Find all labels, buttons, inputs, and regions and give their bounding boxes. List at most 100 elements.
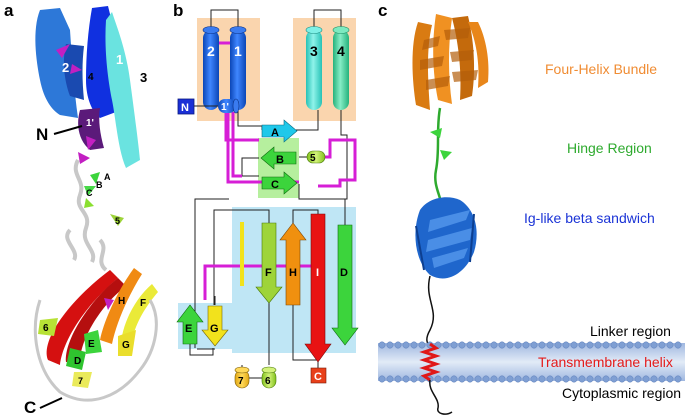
lipid-headgroup bbox=[418, 341, 426, 349]
lipid-headgroup bbox=[546, 341, 554, 349]
lipid-headgroup bbox=[514, 375, 522, 383]
b-helix-6: 6 bbox=[261, 366, 277, 389]
a-strand-label-5: 5 bbox=[115, 216, 120, 226]
lipid-headgroup bbox=[466, 375, 474, 383]
lipid-headgroup bbox=[554, 375, 562, 383]
lipid-headgroup bbox=[498, 341, 506, 349]
b-strand-g: G bbox=[201, 305, 229, 347]
b-strand-label-e: E bbox=[185, 323, 192, 335]
panel-a-beta-sandwich: I H F 6 E G D 7 bbox=[33, 268, 158, 402]
a-helix-label-4: 4 bbox=[88, 72, 94, 83]
lipid-headgroup bbox=[378, 375, 386, 383]
lipid-headgroup bbox=[674, 375, 682, 383]
b-label-1prime: 1' bbox=[221, 102, 229, 113]
lipid-headgroup bbox=[450, 341, 458, 349]
lipid-headgroup bbox=[386, 375, 394, 383]
lipid-headgroup bbox=[594, 341, 602, 349]
lipid-headgroup bbox=[554, 341, 562, 349]
lipid-headgroup bbox=[634, 375, 642, 383]
a-strand-label-h: H bbox=[118, 296, 125, 307]
a-strand-d bbox=[66, 348, 86, 370]
a-helix-label-1prime: 1' bbox=[86, 118, 94, 129]
lipid-headgroup bbox=[410, 375, 418, 383]
lipid-headgroup bbox=[570, 375, 578, 383]
lipid-headgroup bbox=[562, 341, 570, 349]
lipid-headgroup bbox=[466, 341, 474, 349]
b-strand-label-c: C bbox=[271, 179, 279, 191]
a-helix-6 bbox=[38, 318, 58, 336]
b-n-label: N bbox=[181, 102, 189, 114]
lipid-headgroup bbox=[546, 375, 554, 383]
lipid-headgroup bbox=[442, 341, 450, 349]
b-helix-label-4: 4 bbox=[337, 43, 345, 59]
b-strand-e: E bbox=[176, 304, 204, 345]
a-strand-label-d: D bbox=[74, 356, 81, 367]
lipid-headgroup bbox=[578, 341, 586, 349]
a-strand-label-6: 6 bbox=[43, 323, 49, 334]
b-strand-b: B bbox=[260, 146, 297, 170]
c-label-cytoplasmic-region: Cytoplasmic region bbox=[562, 385, 681, 401]
lipid-headgroup bbox=[530, 375, 538, 383]
b-strand-label-a: A bbox=[271, 127, 279, 139]
lipid-headgroup bbox=[522, 341, 530, 349]
helix-2-ribbon bbox=[35, 8, 78, 118]
lipid-headgroup bbox=[650, 341, 658, 349]
a-strand-i bbox=[46, 270, 119, 365]
lipid-headgroup bbox=[634, 341, 642, 349]
b-label-5: 5 bbox=[310, 153, 316, 164]
lipid-headgroup bbox=[570, 341, 578, 349]
lipid-headgroup bbox=[506, 375, 514, 383]
a-n-terminus-label: N bbox=[36, 125, 48, 144]
a-sandwich-loops bbox=[33, 299, 158, 402]
helix-1prime-ribbon bbox=[78, 108, 104, 150]
lipid-headgroup bbox=[626, 341, 634, 349]
c-label-four-helix-bundle: Four-Helix Bundle bbox=[545, 61, 657, 77]
a-strand-label-a: A bbox=[104, 172, 111, 182]
lipid-headgroup bbox=[602, 341, 610, 349]
lipid-headgroup bbox=[538, 341, 546, 349]
c-membrane-headgroups bbox=[378, 341, 682, 383]
b-helix-1: 1 bbox=[229, 26, 247, 110]
b-strand-d: D bbox=[331, 224, 359, 346]
lipid-headgroup bbox=[618, 375, 626, 383]
b-helix-5: 5 bbox=[306, 150, 326, 164]
lipid-headgroup bbox=[522, 375, 530, 383]
b-helix-label-3: 3 bbox=[310, 43, 318, 59]
b-helix-4: 4 bbox=[332, 26, 350, 110]
a-strand-f bbox=[122, 284, 158, 340]
panel-c-letter: c bbox=[378, 1, 387, 20]
c-tm-helix bbox=[419, 342, 441, 382]
lipid-headgroup bbox=[378, 341, 386, 349]
b-strand-label-b: B bbox=[276, 154, 284, 166]
magenta-sidechains-mid bbox=[78, 136, 96, 164]
lipid-headgroup bbox=[386, 341, 394, 349]
lipid-headgroup bbox=[458, 375, 466, 383]
c-linker-tail bbox=[426, 275, 435, 353]
lipid-headgroup bbox=[402, 375, 410, 383]
lipid-headgroup bbox=[666, 375, 674, 383]
lipid-headgroup bbox=[482, 341, 490, 349]
a-n-pointer bbox=[53, 125, 83, 135]
lipid-headgroup bbox=[602, 375, 610, 383]
b-strand-label-g: G bbox=[210, 323, 219, 335]
c-hinge-strands bbox=[430, 128, 452, 160]
lipid-headgroup bbox=[538, 375, 546, 383]
lipid-headgroup bbox=[514, 341, 522, 349]
lipid-headgroup bbox=[562, 375, 570, 383]
lipid-headgroup bbox=[474, 341, 482, 349]
lipid-headgroup bbox=[450, 375, 458, 383]
lipid-headgroup bbox=[530, 341, 538, 349]
lipid-headgroup bbox=[650, 375, 658, 383]
lipid-headgroup bbox=[658, 341, 666, 349]
a-helix-5 bbox=[110, 214, 124, 226]
a-hinge-loop bbox=[73, 159, 96, 263]
lipid-headgroup bbox=[506, 341, 514, 349]
b-label-7: 7 bbox=[238, 376, 244, 387]
b-strand-a: A bbox=[261, 119, 298, 143]
b-helix-3: 3 bbox=[305, 26, 323, 110]
b-helix-label-1: 1 bbox=[234, 43, 242, 59]
b-strand-label-h: H bbox=[289, 267, 297, 279]
a-strand-label-f: F bbox=[140, 298, 146, 309]
a-strand-label-e: E bbox=[88, 339, 95, 350]
a-strand-e bbox=[84, 330, 102, 354]
